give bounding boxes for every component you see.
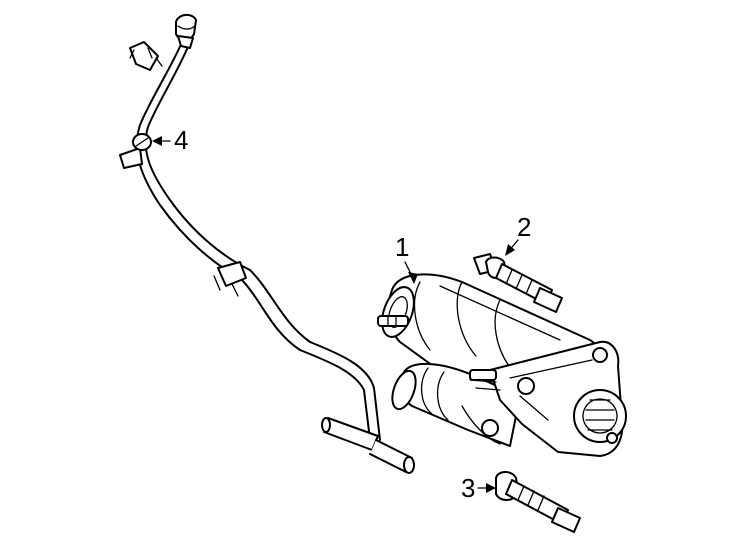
battery-cable (119, 14, 415, 474)
arrow-head-icon (152, 136, 162, 146)
upper-bolt (473, 253, 563, 313)
callout-label-4: 4 (174, 125, 188, 155)
arrow-head-icon (505, 244, 515, 256)
arrow-head-icon (486, 483, 496, 493)
callout-cable-clip: 4 (152, 125, 188, 155)
lower-bolt (495, 471, 581, 533)
arrow-head-icon (408, 272, 418, 284)
callout-upper-bolt: 2 (505, 212, 531, 256)
starter-motor (377, 273, 627, 457)
callout-label-2: 2 (517, 212, 531, 242)
callout-label-3: 3 (461, 473, 475, 503)
callout-starter: 1 (395, 232, 418, 284)
callout-label-1: 1 (395, 232, 409, 262)
callout-lower-bolt: 3 (461, 473, 496, 503)
